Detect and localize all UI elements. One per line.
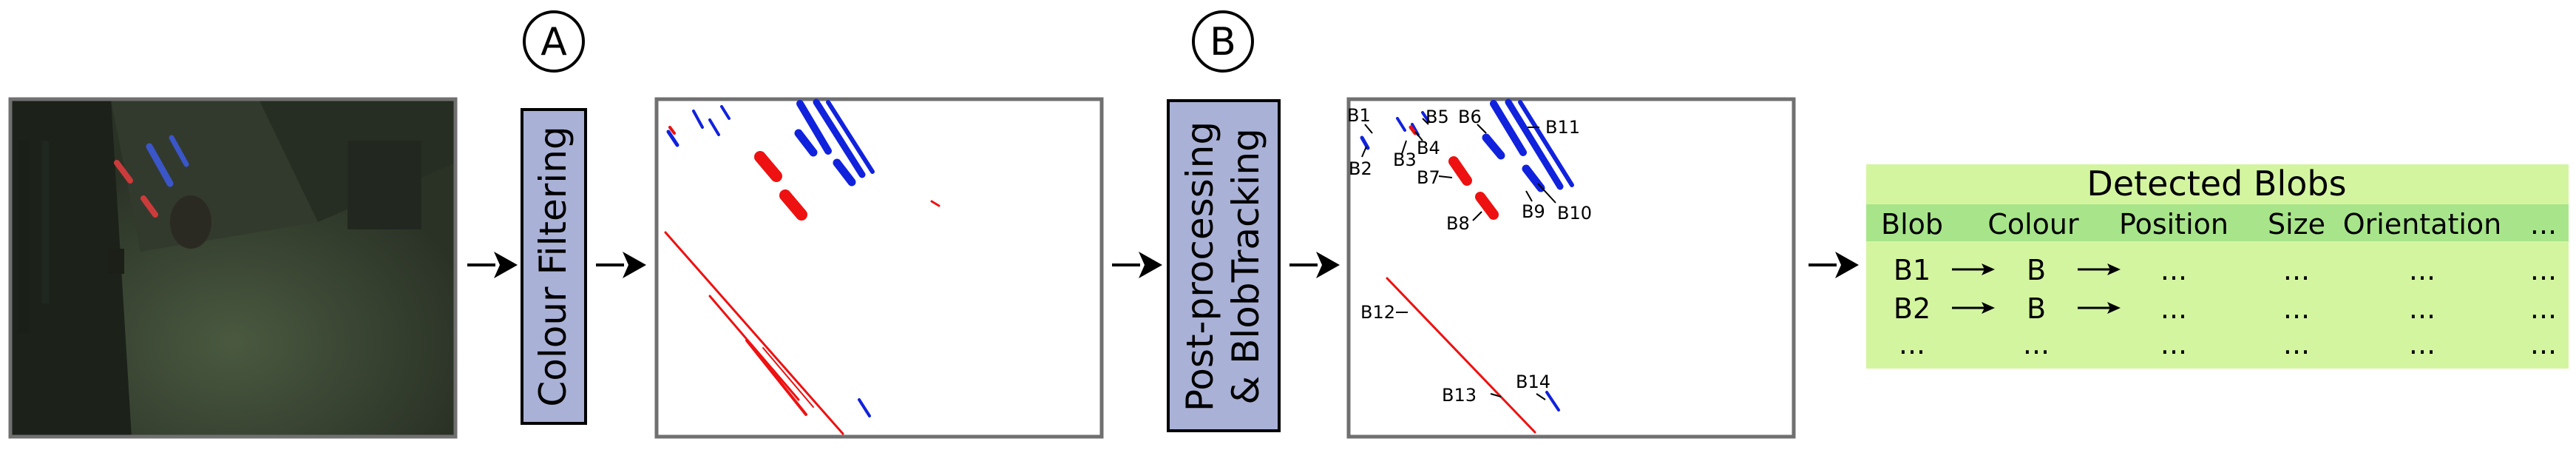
row3-more: ... — [2530, 328, 2557, 360]
blob-label-b13: B13 — [1442, 385, 1477, 406]
blob-label-b9: B9 — [1522, 201, 1545, 222]
tracked-blue-blobs — [1360, 98, 1574, 412]
camera-light-blobs — [114, 135, 189, 218]
row1-blob: B1 — [1894, 254, 1931, 286]
row3-colour: ... — [2023, 328, 2050, 360]
blob-label-b4: B4 — [1417, 138, 1440, 158]
flow-arrow — [1289, 252, 1340, 278]
row1-orientation: ... — [2409, 254, 2436, 286]
blob-label-b2: B2 — [1349, 158, 1372, 179]
row3-position: ... — [2160, 328, 2187, 360]
blob-label-b6: B6 — [1458, 107, 1482, 127]
filtered-frame — [654, 97, 1104, 439]
blob-label-b11: B11 — [1545, 117, 1580, 138]
step-b-label-line2: & BlobTracking — [1224, 128, 1267, 405]
step-b-circle — [1192, 10, 1254, 73]
detected-blobs-table: Detected Blobs Blob Colour Position Size… — [1866, 164, 2569, 369]
row2-colour: B — [2027, 292, 2046, 325]
blob-label-leaders — [1361, 118, 1556, 400]
blob-label-b1: B1 — [1347, 105, 1371, 126]
step-a-letter: A — [540, 20, 567, 64]
red-blobs — [664, 126, 940, 435]
blob-label-b3: B3 — [1393, 150, 1417, 170]
row1-colour: B — [2027, 254, 2046, 286]
row2-more: ... — [2530, 292, 2557, 325]
step-a-label: Colour Filtering — [532, 126, 574, 406]
tracked-red-blobs — [1386, 125, 1536, 434]
row2-blob: B2 — [1894, 292, 1931, 325]
blob-label-b10: B10 — [1557, 203, 1592, 224]
blue-blobs — [666, 98, 875, 417]
row2-position: ... — [2160, 292, 2187, 325]
header-blob: Blob — [1881, 208, 1943, 241]
header-colour: Colour — [1987, 208, 2079, 241]
table-header-band — [1866, 204, 2569, 241]
robot-shape — [170, 195, 211, 249]
step-b: B Post-processing & BlobTracking — [1167, 10, 1281, 432]
step-b-box — [1167, 99, 1281, 432]
step-b-letter: B — [1210, 20, 1236, 64]
step-a-box — [521, 108, 587, 425]
header-size: Size — [2268, 208, 2325, 241]
header-orientation: Orientation — [2343, 208, 2502, 241]
step-b-label-line1: Post-processing — [1179, 121, 1221, 412]
header-more: ... — [2530, 208, 2557, 241]
row2-orientation: ... — [2409, 292, 2436, 325]
row1-size: ... — [2283, 254, 2310, 286]
row3-blob: ... — [1899, 328, 1925, 360]
table-title: Detected Blobs — [2087, 164, 2346, 204]
row3-orientation: ... — [2409, 328, 2436, 360]
tracked-frame: B1 B2 B3 B4 B5 B6 B7 B8 B9 B10 B11 B12 B… — [1346, 97, 1796, 439]
blob-labels: B1 B2 B3 B4 B5 B6 B7 B8 B9 B10 B11 B12 B… — [1347, 105, 1592, 406]
blob-label-b7: B7 — [1417, 167, 1440, 188]
flow-arrow — [1809, 252, 1859, 278]
blob-label-b8: B8 — [1446, 213, 1470, 234]
row1-position: ... — [2160, 254, 2187, 286]
blob-label-b14: B14 — [1516, 372, 1550, 392]
row1-more: ... — [2530, 254, 2557, 286]
row2-size: ... — [2283, 292, 2310, 325]
blob-label-b12: B12 — [1360, 302, 1395, 323]
row3-size: ... — [2283, 328, 2310, 360]
camera-frame — [8, 97, 458, 439]
header-position: Position — [2119, 208, 2228, 241]
step-a: A Colour Filtering — [521, 10, 587, 425]
blob-label-b5: B5 — [1426, 107, 1449, 127]
row-arrows — [1952, 263, 2121, 314]
step-a-circle — [523, 10, 585, 73]
flow-arrow — [1112, 252, 1162, 278]
flow-arrow — [596, 252, 646, 278]
flow-arrow — [467, 252, 518, 278]
